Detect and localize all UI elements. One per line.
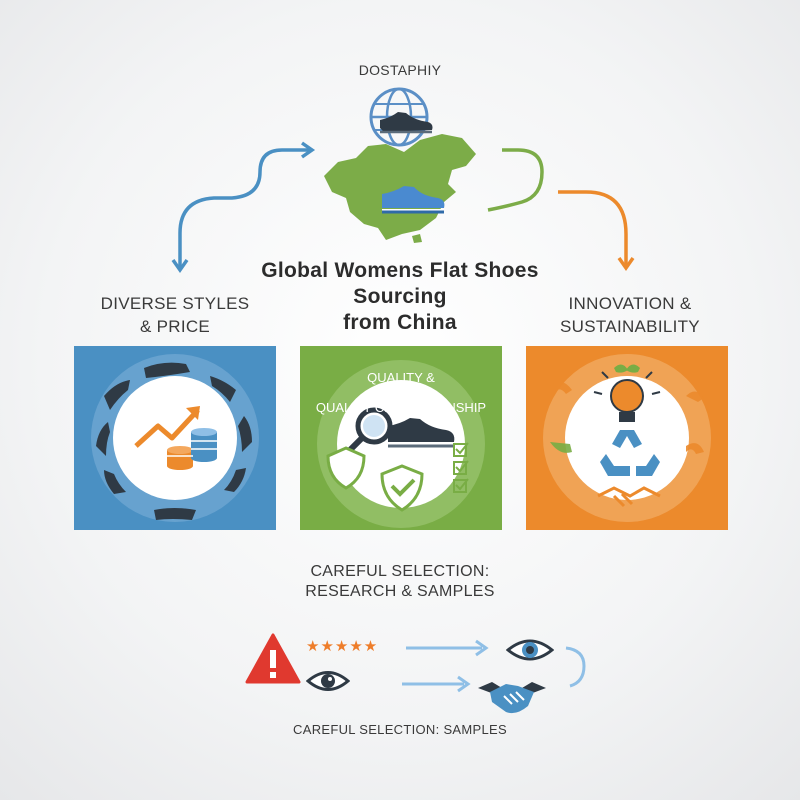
title-line-3: from China [343,311,457,334]
title-line-2: Sourcing [353,285,447,308]
china-map-icon [324,134,476,243]
left-title-line-2: & PRICE [139,317,211,336]
recycle-icon [600,430,660,476]
check-shield-icon [380,464,424,512]
diverse-styles-heading: DIVERSE STYLES & PRICE [60,292,290,338]
handshake-icon [597,486,661,508]
lightbulb-icon [593,364,661,422]
checklist-icon [453,442,469,493]
shield-icon [326,446,366,490]
quality-line-2: QUALITY CRAFTSMANSHIP [315,400,487,415]
shoe-ring-icons [96,362,252,520]
innovation-heading: INNOVATION & SUSTAINABILITY [520,292,740,338]
main-title: Global Womens Flat Shoes Sourcing from C… [235,258,565,336]
flow-arrow-left [171,141,316,274]
right-title-line-1: INNOVATION & [568,294,692,313]
left-title-line-1: DIVERSE STYLES [100,294,250,313]
quality-line-1: QUALITY & [367,370,435,385]
shoe-icon [388,418,455,448]
right-title-line-2: SUSTAINABILITY [560,317,700,336]
eye-icon [306,671,350,691]
shoe-icon [382,186,445,214]
quality-panel: QUALITY & QUALITY CRAFTSMANSHIP [300,346,502,530]
selection-title-line-2: RESEARCH & SAMPLES [305,583,495,600]
return-arrow [565,646,586,688]
cycle-arrow-icons [550,381,704,454]
innovation-panel [526,346,728,530]
handshake-icon [478,682,546,714]
flow-arrows-bottom [402,639,489,693]
selection-title-line-1: CAREFUL SELECTION: [310,563,490,580]
growth-arrow-icon [134,406,200,448]
eye-icon [506,639,554,661]
globe-shoe-icon [369,87,433,147]
warning-icon [245,633,301,684]
bottom-caption: CAREFUL SELECTION: SAMPLES [293,722,507,737]
flow-arrow-right [487,148,635,272]
coin-stack-icon [167,428,217,470]
top-label: DOSTAPHIY [358,62,442,78]
diverse-styles-panel [74,346,276,530]
careful-selection-heading: CAREFUL SELECTION: RESEARCH & SAMPLES [250,562,550,602]
title-line-1: Global Womens Flat Shoes [261,259,539,282]
rating-stars: ★★★★★ [306,638,379,655]
